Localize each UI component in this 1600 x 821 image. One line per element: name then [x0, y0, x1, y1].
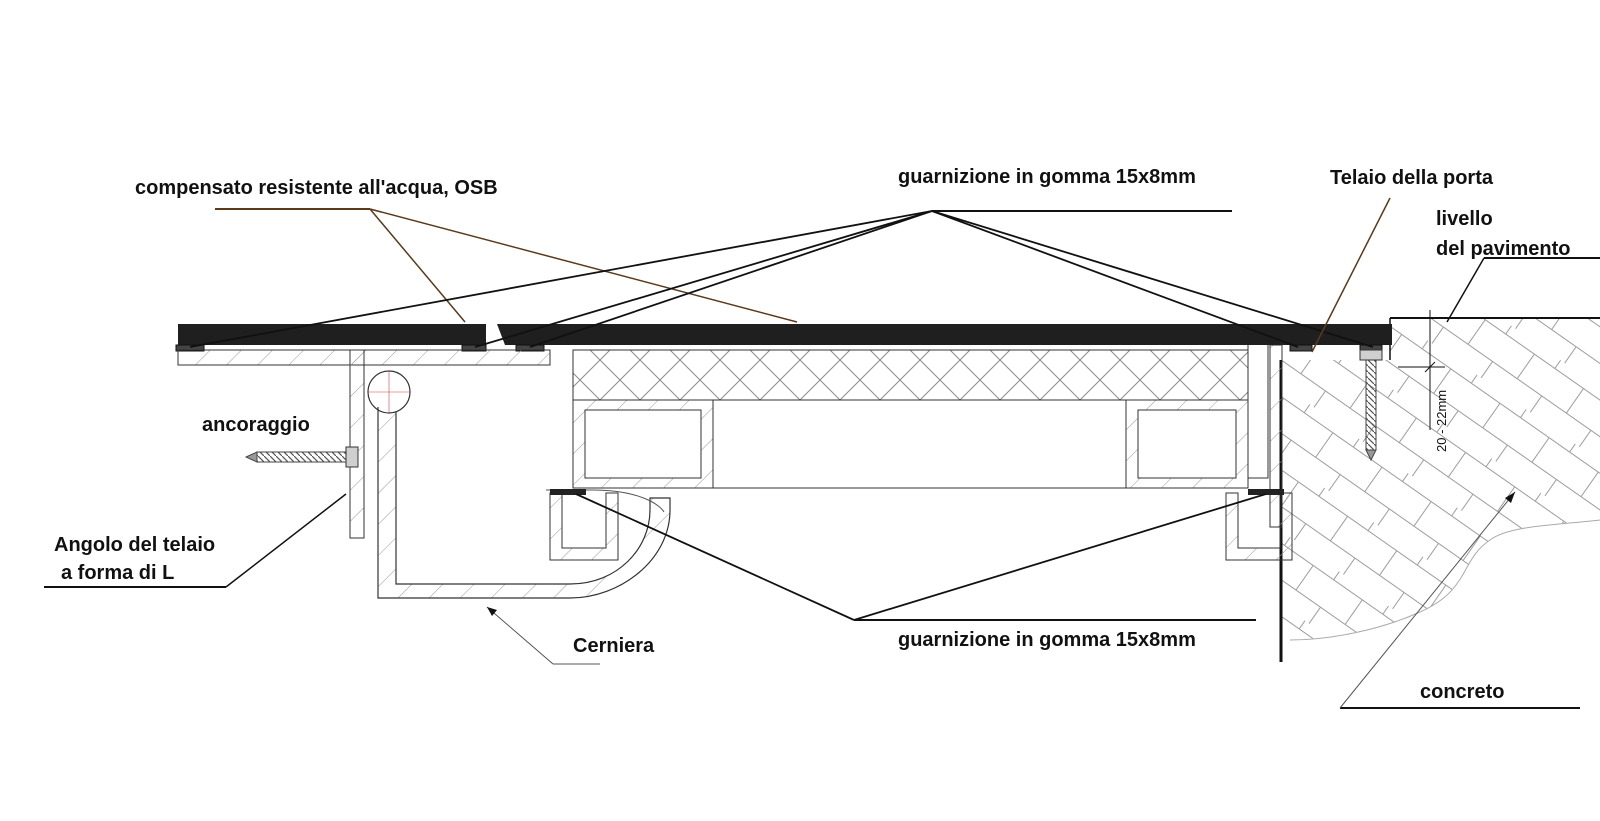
leader-lines	[44, 197, 1600, 709]
label-ancoraggio: ancoraggio	[202, 414, 310, 436]
label-compensato: compensato resistente all'acqua, OSB	[135, 177, 498, 199]
l-angle-frame	[177, 349, 551, 539]
label-concreto: concreto	[1420, 681, 1504, 703]
floor-screw	[1359, 349, 1383, 462]
label-cerniera: Cerniera	[573, 635, 655, 657]
label-angolo-2: a forma di L	[61, 562, 174, 584]
label-guarnizione-top: guarnizione in gomma 15x8mm	[898, 166, 1196, 188]
label-livello-2: del pavimento	[1436, 238, 1570, 260]
insulation-layer	[572, 349, 1249, 401]
label-guarnizione-bottom: guarnizione in gomma 15x8mm	[898, 629, 1196, 651]
labels: compensato resistente all'acqua, OSB gua…	[54, 166, 1570, 703]
dimension-marker: 20 - 22mm	[1398, 310, 1449, 452]
label-livello-1: livello	[1436, 208, 1493, 230]
concrete-block	[1279, 317, 1600, 662]
anchor-screw	[244, 446, 359, 468]
hinge	[367, 370, 671, 599]
steel-profiles	[549, 399, 1293, 561]
dimension-label: 20 - 22mm	[1434, 390, 1449, 452]
door-frame	[1247, 342, 1283, 528]
label-angolo-1: Angolo del telaio	[54, 534, 215, 556]
cover-panel	[175, 324, 1392, 352]
label-telaio-porta: Telaio della porta	[1330, 167, 1494, 189]
